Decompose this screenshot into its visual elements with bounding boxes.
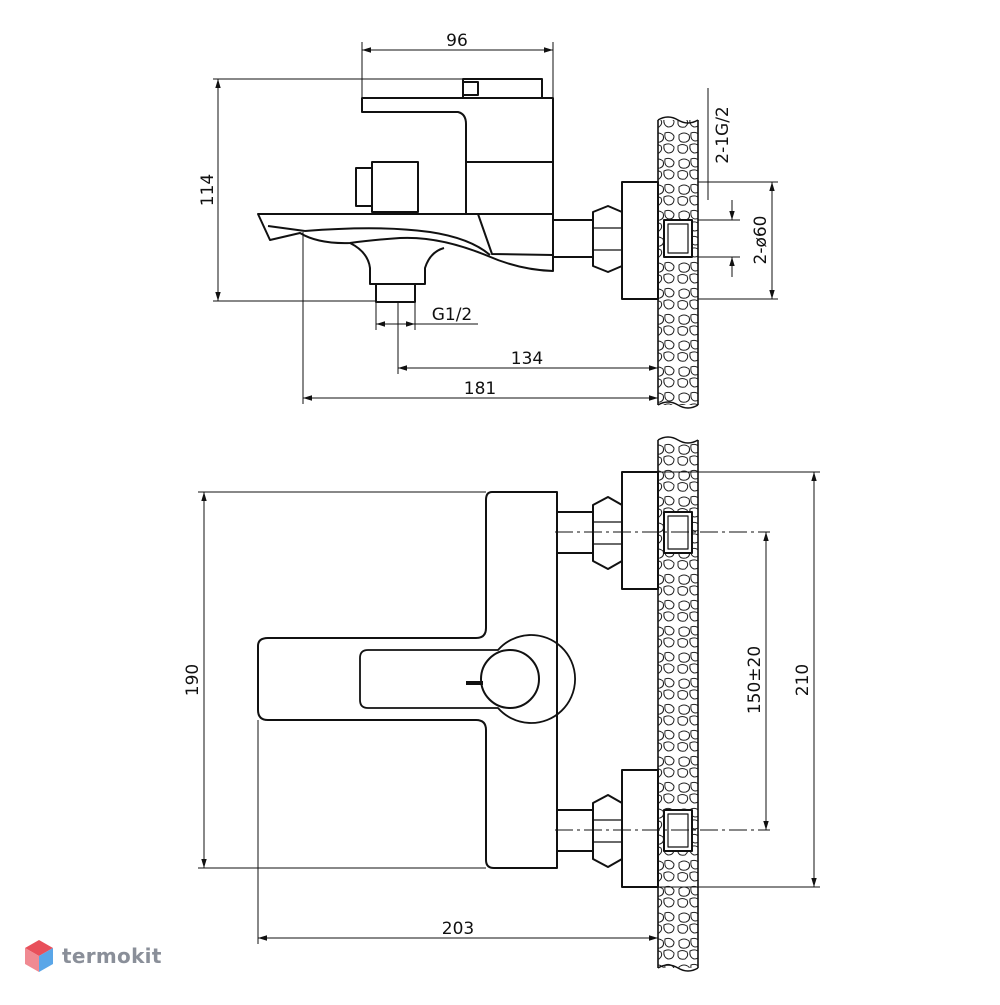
hex-nut-upper <box>592 496 623 570</box>
mixer-body-front <box>257 491 558 869</box>
front-view-dimensions <box>198 471 820 944</box>
wall-flange-upper <box>621 471 659 590</box>
dim-label-d60: 2-ø60 <box>751 216 771 265</box>
lever-window <box>359 634 576 724</box>
brand-name: termokit <box>62 944 162 968</box>
dimension-labels: 96 114 2-1G/2 2-ø60 G1/2 134 181 190 150… <box>183 31 813 939</box>
dim-label-190: 190 <box>183 664 203 696</box>
lever-ring <box>480 649 540 709</box>
dim-label-210: 210 <box>793 664 813 696</box>
dim-label-g12: G1/2 <box>432 305 473 325</box>
front-view <box>257 436 770 972</box>
lever-handle <box>361 97 554 163</box>
hex-nut-lower <box>592 794 623 868</box>
wall-flange-top <box>621 181 659 300</box>
spout-curve <box>304 227 491 256</box>
spout-line-a <box>267 225 306 232</box>
diverter-knob-base <box>355 167 373 207</box>
dim-label-203: 203 <box>442 919 474 939</box>
brand-watermark: termokit <box>24 938 162 974</box>
wall-flange-lower <box>621 769 659 888</box>
wall-break-top <box>657 116 699 124</box>
dim-label-134: 134 <box>511 349 543 369</box>
side-view <box>257 78 699 409</box>
mixer-body <box>465 161 554 215</box>
wall-thread-top <box>663 219 693 258</box>
hexagon-cube-icon <box>25 940 53 972</box>
dim-label-181: 181 <box>464 379 496 399</box>
shower-outlet-neck <box>349 242 445 285</box>
wall-thread-lower <box>663 809 693 852</box>
spout-panel <box>477 213 554 256</box>
wall-break-bottom-2 <box>657 964 699 972</box>
diverter-knob <box>371 161 419 213</box>
wall-break-bottom <box>657 401 699 409</box>
connector-pipe-top <box>552 219 594 258</box>
wall-section-top <box>658 120 698 405</box>
shower-outlet-thread <box>375 283 416 303</box>
dim-label-150: 150±20 <box>745 646 765 714</box>
wall-break-top-2 <box>657 436 699 444</box>
side-view-dimensions <box>213 42 778 404</box>
dim-label-2-1g12: 2-1G/2 <box>713 106 733 163</box>
lever-tab-inner <box>462 81 479 96</box>
wall-thread-top-inner <box>667 223 689 254</box>
hex-nut-top <box>592 205 623 273</box>
dim-label-96: 96 <box>446 31 468 51</box>
dim-label-114: 114 <box>198 174 218 206</box>
spout <box>257 213 554 272</box>
